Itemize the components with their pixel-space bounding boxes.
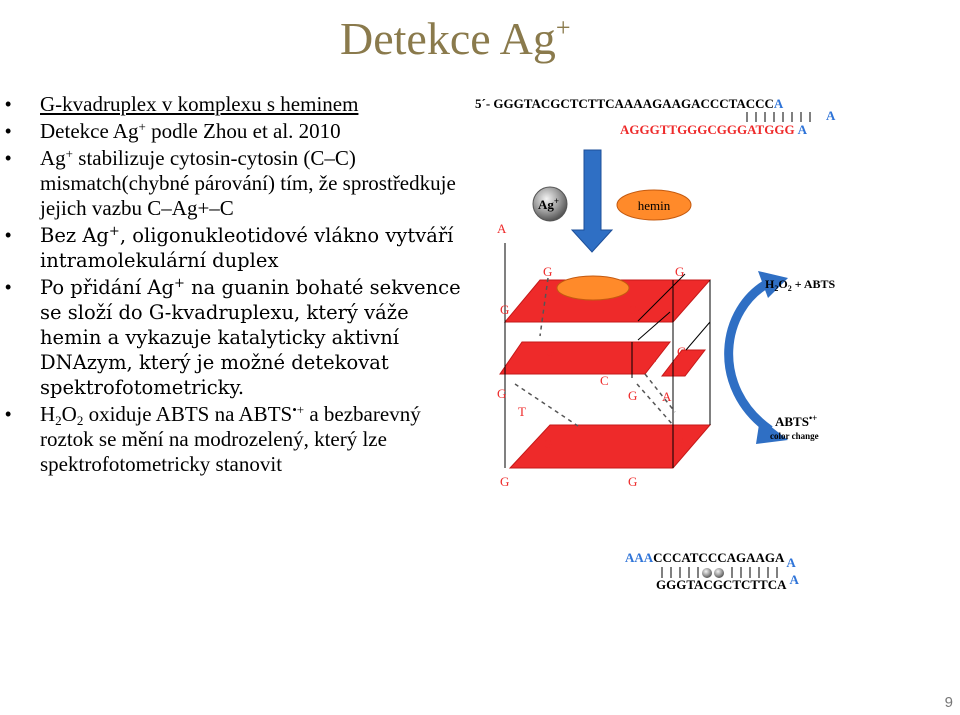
- h2o2-abts-label: H2O2 + ABTS: [765, 277, 836, 293]
- abts-radical-label: ABTS•+: [775, 413, 817, 429]
- svg-text:G: G: [545, 344, 554, 359]
- hemin-label: hemin: [638, 198, 671, 213]
- catalysis-arrowhead-bottom: [756, 418, 788, 444]
- svg-text:C: C: [600, 373, 609, 388]
- bullet-item-4: Bez Ag+, oligonukleotidové vlákno vytvář…: [0, 223, 470, 273]
- silver-ion-bead-1: [702, 568, 712, 578]
- svg-text:T: T: [650, 350, 658, 365]
- bullet-item-6: H2O2 oxiduje ABTS na ABTS•+ a bezbarevný…: [0, 402, 470, 477]
- svg-text:G: G: [677, 344, 686, 359]
- svg-text:G: G: [543, 436, 552, 451]
- top-strand-sequence: 5´- GGGTACGCTCTTCAAAAGAAGACCCTACCCA: [475, 96, 784, 111]
- bullet-item-5: Po přidání Ag+ na guanin bohaté sekvence…: [0, 275, 470, 400]
- catalysis-arrowhead-top: [758, 271, 788, 298]
- silver-ion-bead-2: [714, 568, 724, 578]
- svg-text:G: G: [628, 302, 637, 317]
- bullet-item-1: G-kvadruplex v komplexu s heminem: [0, 92, 470, 117]
- quadruplex-base-letters: A G G G G T G T G C G G A T G G G G: [497, 221, 686, 489]
- svg-text:G: G: [675, 264, 684, 279]
- silver-ion-label: Ag+: [538, 196, 559, 212]
- hemin-ellipse: [616, 189, 692, 221]
- svg-text:G: G: [500, 302, 509, 317]
- silver-ion-sphere: [532, 186, 568, 222]
- quadruplex-frame: [504, 243, 711, 468]
- bullet-list: G-kvadruplex v komplexu s heminem Detekc…: [0, 92, 470, 479]
- svg-text:G: G: [497, 386, 506, 401]
- quadruplex-dashed-links: [514, 277, 676, 427]
- svg-text:G: G: [628, 388, 637, 403]
- down-arrow: [570, 149, 614, 253]
- svg-text:T: T: [518, 404, 526, 419]
- color-change-label: color change: [770, 431, 819, 441]
- g-quartet-planes: [499, 279, 712, 469]
- svg-text:A: A: [497, 221, 507, 236]
- page-number: 9: [944, 694, 953, 711]
- g-quadruplex-diagram: 5´- GGGTACGCTCTTCAAAAGAAGACCCTACCCA A AG…: [475, 96, 836, 592]
- svg-text:G: G: [628, 474, 637, 489]
- bound-hemin: [556, 275, 630, 301]
- svg-text:G: G: [500, 474, 509, 489]
- bullet-item-2: Detekce Ag+ podle Zhou et al. 2010: [0, 119, 470, 144]
- top-strand-loop-a: A: [826, 108, 836, 123]
- svg-text:G: G: [675, 434, 684, 449]
- lower-pairing-marks: [661, 567, 778, 578]
- svg-text:G: G: [543, 264, 552, 279]
- catalysis-arrow: [724, 278, 773, 434]
- svg-text:A: A: [662, 389, 672, 404]
- bullet-item-3: Ag+ stabilizuje cytosin-cytosin (C–C) mi…: [0, 146, 470, 221]
- top-strand-pairing-ticks: [746, 112, 811, 122]
- slide-title: Detekce Ag+: [340, 13, 571, 64]
- svg-text:T: T: [528, 344, 536, 359]
